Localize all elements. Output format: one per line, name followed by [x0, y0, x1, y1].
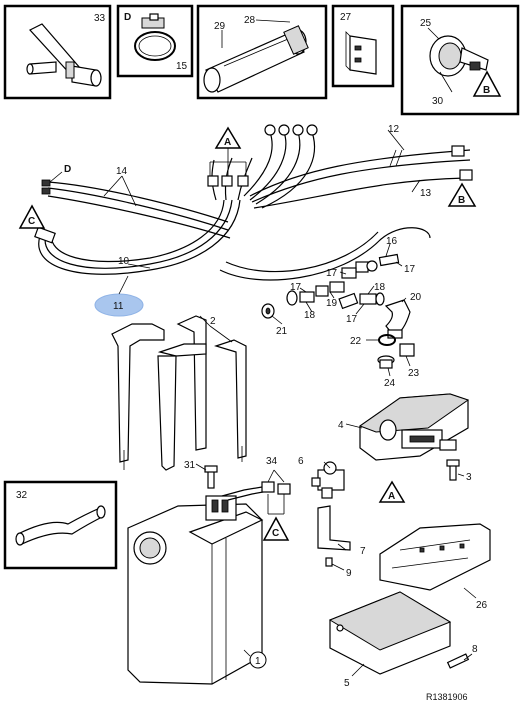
svg-text:19: 19	[326, 298, 338, 309]
svg-text:24: 24	[384, 378, 396, 389]
inset-29: 29 28	[196, 4, 328, 100]
svg-text:5: 5	[344, 678, 350, 689]
svg-text:22: 22	[350, 336, 362, 347]
inset-d-label: D	[124, 12, 131, 23]
letter-d: D	[64, 164, 71, 175]
tray-5	[328, 591, 473, 677]
marker-c-lower: C	[262, 516, 290, 541]
tank-straps	[111, 315, 247, 471]
inset-25-label-b: 30	[432, 96, 444, 107]
inset-25: 25 30 B	[400, 4, 520, 116]
inset-25-tri: B	[483, 85, 490, 96]
valve-assembly	[311, 461, 351, 571]
svg-text:18: 18	[304, 310, 316, 321]
heater-unit	[345, 393, 470, 481]
svg-text:16: 16	[386, 236, 398, 247]
svg-text:34: 34	[266, 456, 278, 467]
svg-text:17: 17	[404, 264, 416, 275]
inset-29-label-b: 28	[244, 15, 256, 26]
inset-32-label: 32	[16, 490, 28, 501]
bracket-26	[379, 523, 491, 599]
inset-29-label-a: 29	[214, 21, 226, 32]
marker-b-right: B	[447, 182, 477, 207]
reference-code: R1381906	[426, 692, 468, 702]
svg-text:C: C	[272, 528, 279, 539]
svg-text:A: A	[224, 137, 231, 148]
inset-d: D 15	[116, 4, 194, 78]
fuel-tank	[127, 463, 291, 685]
svg-text:1: 1	[255, 656, 261, 667]
marker-c-left: C	[18, 204, 46, 229]
inset-32: 32	[3, 480, 118, 570]
svg-text:3: 3	[466, 472, 472, 483]
inset-33-label: 33	[94, 13, 106, 24]
svg-text:17: 17	[290, 282, 302, 293]
svg-text:12: 12	[388, 124, 400, 135]
inset-27: 27	[331, 4, 395, 88]
svg-text:9: 9	[346, 568, 352, 579]
svg-text:2: 2	[210, 316, 216, 327]
callout-numbers: 1 2 3 4 5 6 7 8 9 10 12 13 14 16 17 17 1…	[116, 124, 488, 689]
svg-text:14: 14	[116, 166, 128, 177]
fittings-group	[261, 243, 415, 377]
svg-text:13: 13	[420, 188, 432, 199]
svg-text:31: 31	[184, 460, 196, 471]
inset-25-label-a: 25	[420, 18, 432, 29]
svg-text:20: 20	[410, 292, 422, 303]
hose-bundle	[34, 124, 473, 281]
svg-text:6: 6	[298, 456, 304, 467]
svg-text:7: 7	[360, 546, 366, 557]
svg-text:A: A	[388, 491, 395, 502]
svg-text:26: 26	[476, 600, 488, 611]
svg-text:10: 10	[118, 256, 130, 267]
svg-text:4: 4	[338, 420, 344, 431]
inset-d-part: 15	[176, 61, 188, 72]
callout-11: 11	[113, 301, 124, 312]
inset-27-label: 27	[340, 12, 352, 23]
svg-text:18: 18	[374, 282, 386, 293]
svg-text:C: C	[28, 216, 35, 227]
svg-text:17: 17	[326, 268, 338, 279]
svg-text:B: B	[458, 195, 465, 206]
svg-text:21: 21	[276, 326, 288, 337]
inset-33: 33	[3, 4, 112, 100]
marker-a-top: A	[209, 126, 247, 176]
marker-a-valve: A	[378, 480, 406, 503]
svg-text:8: 8	[472, 644, 478, 655]
svg-text:23: 23	[408, 368, 420, 379]
svg-text:17: 17	[346, 314, 358, 325]
